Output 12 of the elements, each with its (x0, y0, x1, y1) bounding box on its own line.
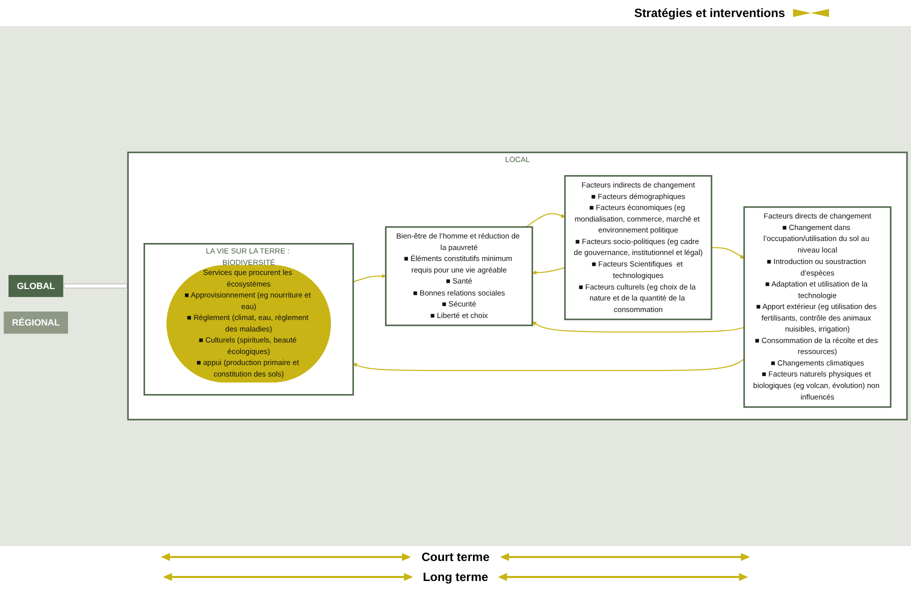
arrow (526, 213, 566, 228)
node-box: GLOBAL (8, 274, 64, 298)
arrow (532, 267, 566, 275)
arrow (352, 358, 744, 372)
arrow (352, 274, 386, 282)
arrow (712, 247, 744, 259)
node-box: RÉGIONAL (4, 312, 68, 334)
legend-text: Stratégies et interventions (634, 6, 785, 20)
arrow (532, 322, 744, 332)
timescale-label: Long terme (422, 570, 488, 584)
timescale-label: Court terme (421, 550, 490, 564)
arrow (63, 284, 128, 288)
